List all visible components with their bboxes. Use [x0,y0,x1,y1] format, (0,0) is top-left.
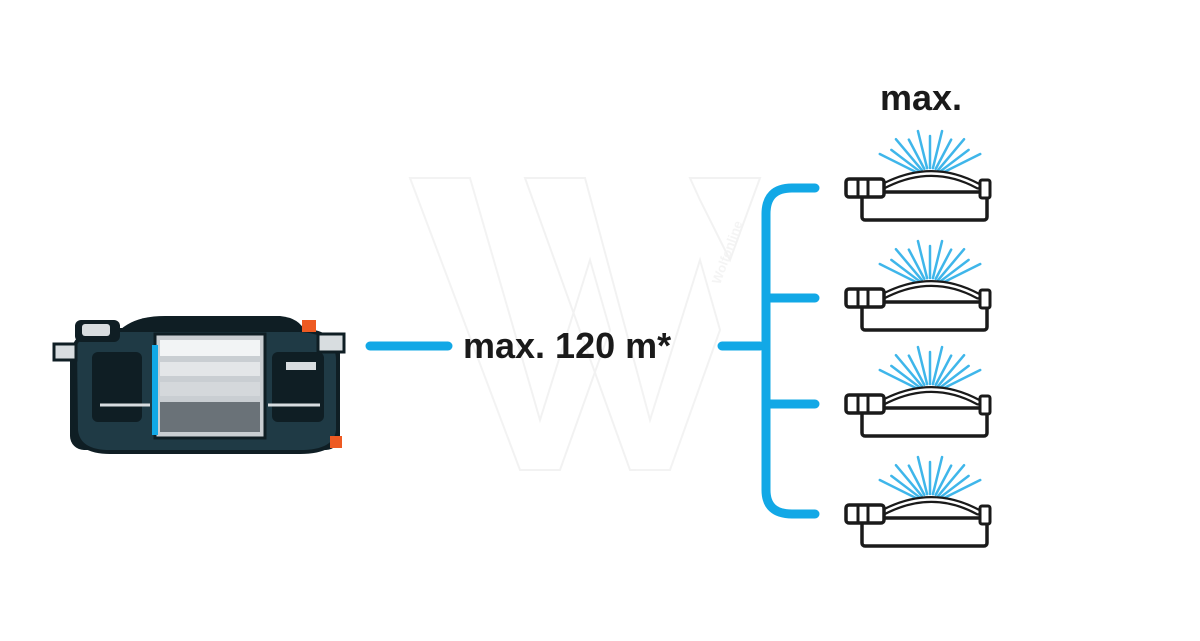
spray-jet [934,354,953,387]
spray-jet [890,474,921,499]
spray-jet [939,148,970,173]
spray-jet [907,464,926,497]
spray-jet [907,354,926,387]
sprinkler-end-cap [978,394,992,416]
sprinkler-base [860,516,989,548]
sprinkler-base [860,190,989,222]
spray-jet [890,258,921,283]
sprinkler-base [860,406,989,438]
sprinkler-group [844,129,992,548]
spray-jet [936,137,966,172]
sprinkler-icon [844,345,992,438]
hose-connector [844,393,886,415]
hose-connector [844,177,886,199]
spray-jet [939,364,970,389]
sprinkler-arm-highlight [878,388,980,406]
sprinklers-max-label: max. [880,77,962,118]
spray-jet [936,463,966,498]
spray-jet [934,248,953,281]
water-spray [878,455,982,501]
sprinkler-arm-highlight [878,498,980,516]
spray-jet [931,129,944,170]
watermark-logo: Wolfonline [408,177,762,471]
spray-jet [931,345,944,386]
sprinkler-icon [844,129,992,222]
distance-label: max. 120 m* [463,325,671,366]
spray-jet [939,258,970,283]
sprinkler-arm-highlight [878,172,980,190]
hose-connector [844,287,886,309]
spray-jet [931,239,944,280]
spray-jet [931,455,944,496]
spray-jet [878,478,920,501]
spray-jet [890,364,921,389]
spray-jet [894,353,924,388]
manifold-pipe [761,183,820,519]
spray-jet [936,247,966,282]
spray-jet [916,129,929,170]
spray-jet [940,262,982,285]
sprinkler-arm-highlight [878,282,980,300]
spray-jet [878,368,920,391]
water-spray [878,129,982,175]
sprinkler-end-cap [978,178,992,200]
spray-jet [940,478,982,501]
sprinkler-end-cap [978,288,992,310]
spray-jet [940,152,982,175]
sprinkler-base [860,300,989,332]
spray-jet [916,455,929,496]
spray-jet [890,148,921,173]
water-spray [878,345,982,391]
spray-jet [894,247,924,282]
spray-jet [894,137,924,172]
sprinkler-icon [844,455,992,548]
spray-jet [878,152,920,175]
spray-jet [939,474,970,499]
spray-jet [916,239,929,280]
hose-connector [844,503,886,525]
spray-jet [907,248,926,281]
spray-jet [934,464,953,497]
spray-jet [940,368,982,391]
spray-jet [907,138,926,171]
water-spray [878,239,982,285]
garden-pump-icon [52,316,346,454]
sprinkler-icon [844,239,992,332]
spray-jet [878,262,920,285]
spray-jet [916,345,929,386]
sprinkler-end-cap [978,504,992,526]
spray-jet [894,463,924,498]
spray-jet [934,138,953,171]
spray-jet [936,353,966,388]
